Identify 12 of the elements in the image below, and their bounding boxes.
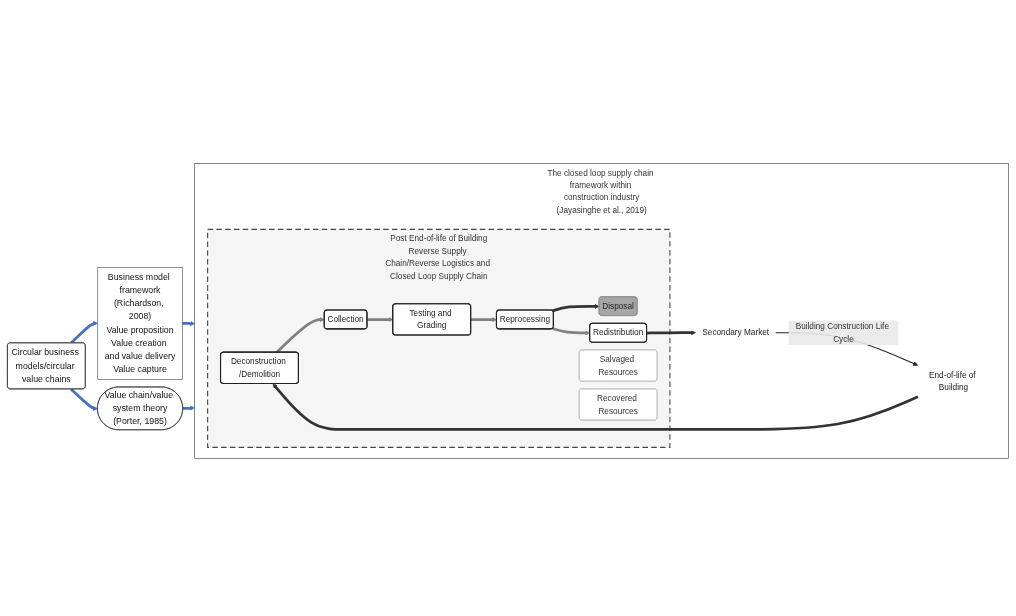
node-box: Business model framework (Richardson, 2008) Value proposition Value creation and value delivery Value capture: [97, 267, 183, 380]
arrow: [470, 317, 497, 323]
arrow: [552, 303, 600, 313]
arrow: [275, 317, 325, 354]
edge-label: Building Construction Life Cycle: [795, 321, 889, 344]
arrow: [272, 383, 919, 431]
node-text: Secondary Market: [702, 327, 770, 337]
arrow: [182, 405, 195, 411]
arrow: [646, 330, 696, 336]
node-text: End-of-life of Building: [928, 369, 976, 392]
arrow: [70, 388, 98, 411]
arrow: [181, 321, 195, 326]
